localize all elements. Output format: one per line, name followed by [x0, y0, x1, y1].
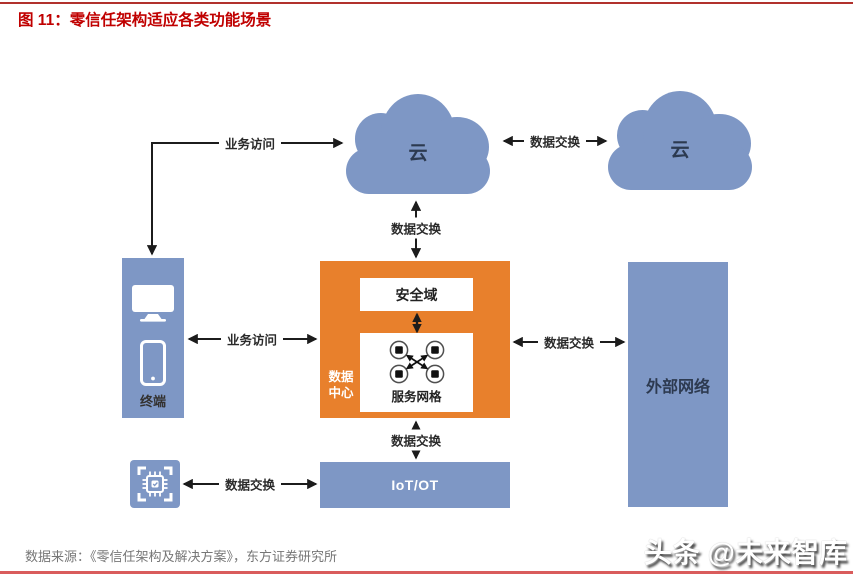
terminal-label: 终端: [139, 394, 166, 409]
service-mesh-node: 服务网格: [360, 333, 473, 412]
service-mesh-icon: [389, 340, 444, 384]
edge-label-data-exchange-cloud-dc: 数据交换: [384, 217, 448, 239]
cloud-right-label: 云: [670, 139, 690, 161]
iot-ot-label: IoT/OT: [391, 477, 439, 493]
chip-node: [130, 460, 180, 508]
connector-terminal-cloud: [146, 137, 344, 256]
security-mesh-arrow: [412, 312, 422, 334]
security-domain-node: 安全域: [360, 278, 473, 311]
cloud-left-label: 云: [408, 143, 428, 164]
cloud-right-node: 云: [608, 91, 752, 190]
cloud-left-node: 云: [346, 94, 490, 194]
chip-scan-icon: [137, 466, 173, 502]
edge-label-data-exchange-dc-iot: 数据交换: [384, 429, 448, 451]
edge-label-business-access-top: 业务访问: [218, 132, 282, 154]
watermark: 头条 @未来智库: [643, 537, 847, 568]
service-mesh-label: 服务网格: [391, 390, 442, 404]
top-divider: [0, 2, 853, 4]
bottom-divider: [0, 571, 853, 574]
figure-title: 图 11：零信任架构适应各类功能场景: [18, 12, 272, 29]
cloud-icon: [608, 144, 752, 190]
edge-label-business-access-mid: 业务访问: [220, 328, 284, 350]
data-center-label: 数据中心: [328, 370, 354, 401]
source-caption: 数据来源：《零信任架构及解决方案》，东方证券研究所: [25, 549, 338, 564]
terminal-node: 终端: [122, 258, 184, 418]
external-network-label: 外部网络: [645, 378, 710, 396]
iot-ot-node: IoT/OT: [320, 462, 510, 508]
edge-label-data-exchange-chip-iot: 数据交换: [218, 473, 282, 495]
data-center-node: 安全域: [320, 261, 510, 418]
monitor-icon: [132, 285, 174, 322]
edge-label-data-exchange-dc-ext: 数据交换: [537, 331, 601, 353]
external-network-node: 外部网络: [628, 262, 728, 507]
cloud-icon: [346, 148, 490, 194]
edge-label-data-exchange-clouds: 数据交换: [523, 130, 587, 152]
security-domain-label: 安全域: [395, 286, 438, 303]
smartphone-icon: [140, 340, 166, 386]
